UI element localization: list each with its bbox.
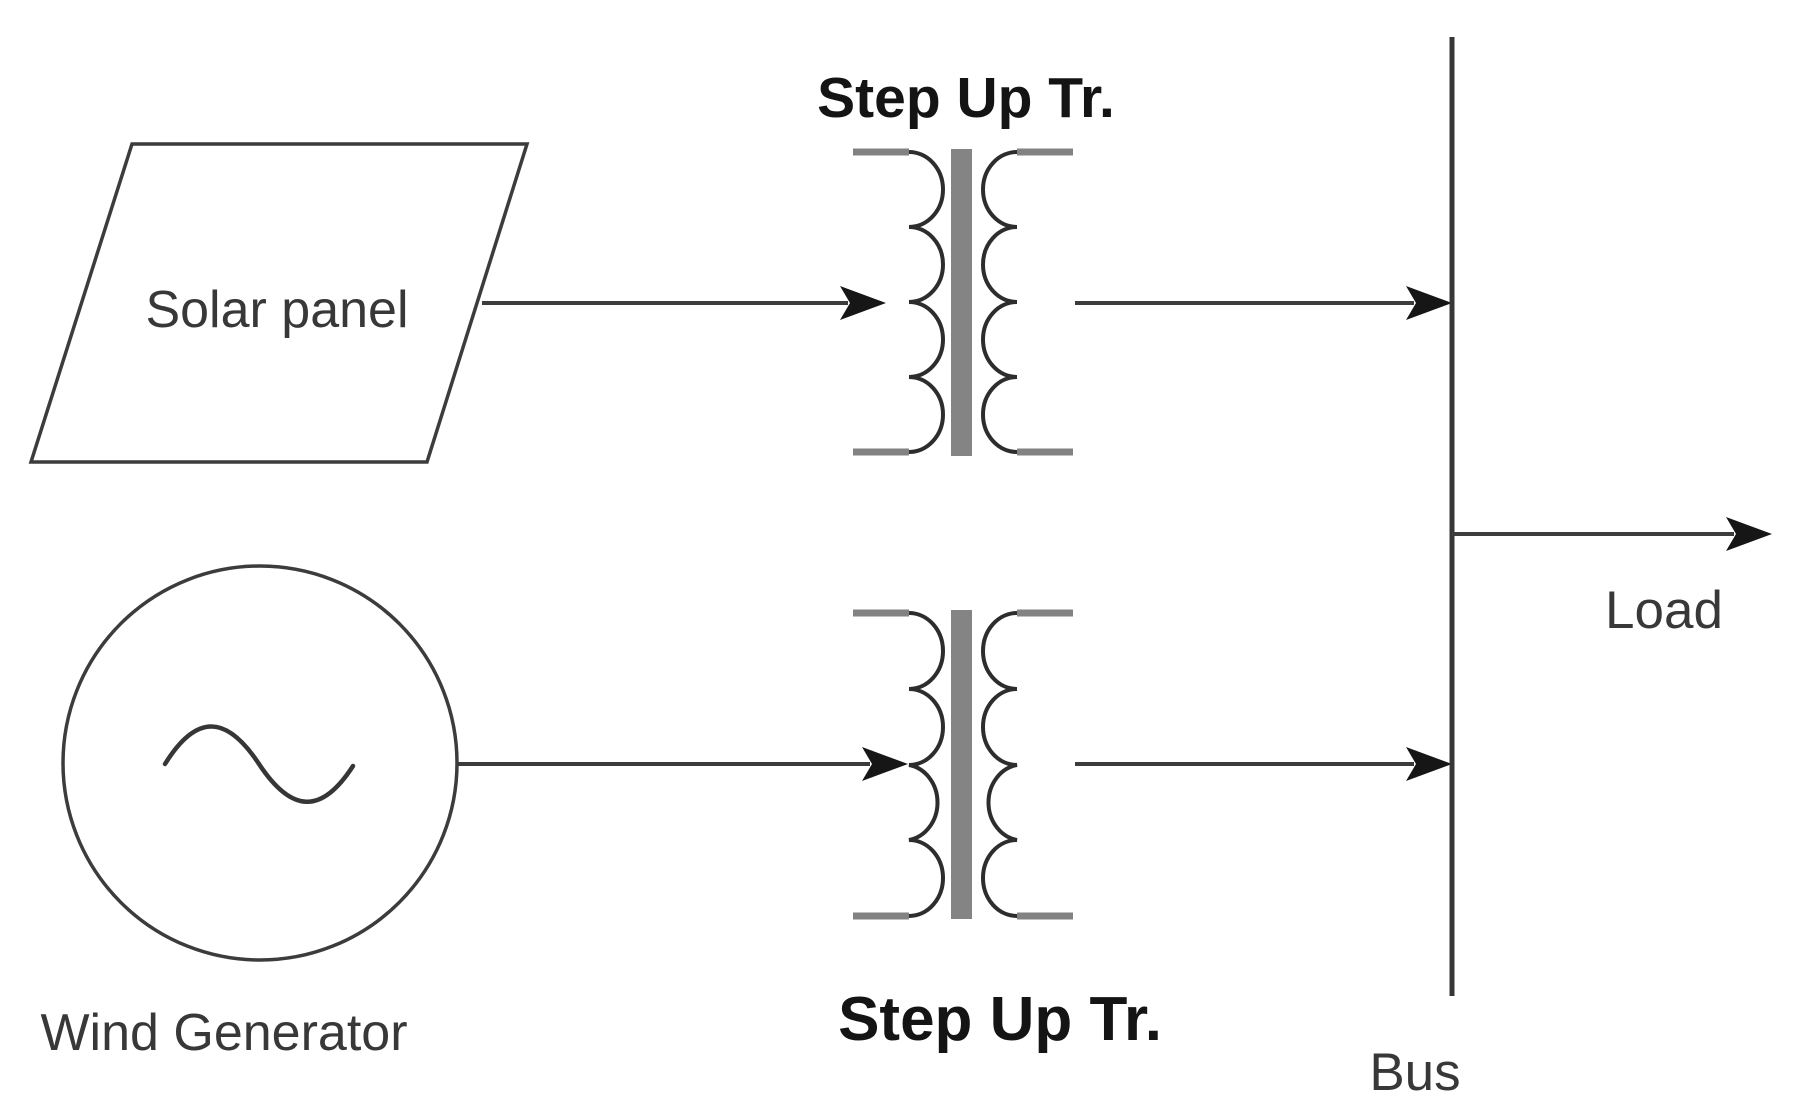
secondary-winding-icon xyxy=(981,150,1018,454)
arrowhead-icon xyxy=(1406,286,1452,320)
connector-transformer-bottom-to-bus xyxy=(1075,747,1452,781)
solar-panel-parallelogram-icon xyxy=(28,142,530,464)
wind-generator-node: Wind Generator xyxy=(40,564,459,1062)
transformer-bottom: Step Up Tr. xyxy=(838,609,1162,1054)
transformer-top-label: Step Up Tr. xyxy=(817,66,1115,130)
connector-wind-to-transformer xyxy=(458,747,908,781)
sine-wave-icon xyxy=(162,724,356,804)
transformer-core-bar-icon xyxy=(951,610,972,919)
bus-node: Bus xyxy=(1369,37,1461,1102)
arrowhead-icon xyxy=(1406,747,1452,781)
primary-winding-icon xyxy=(908,150,945,454)
arrowhead-icon xyxy=(840,286,886,320)
transformer-bottom-label: Step Up Tr. xyxy=(838,985,1162,1054)
bus-label: Bus xyxy=(1369,1043,1460,1102)
arrowhead-icon xyxy=(862,747,908,781)
solar-panel-label: Solar panel xyxy=(145,281,408,339)
primary-winding-icon xyxy=(908,611,945,918)
solar-panel-node: Solar panel xyxy=(28,142,530,464)
transformer-core-bar-icon xyxy=(951,149,972,456)
connector-solar-to-transformer xyxy=(482,286,886,320)
load-node: Load xyxy=(1452,517,1772,640)
transformer-top: Step Up Tr. xyxy=(817,66,1115,456)
load-label: Load xyxy=(1605,581,1723,640)
arrowhead-icon xyxy=(1726,517,1772,551)
ac-source-circle-icon xyxy=(61,564,459,962)
connector-transformer-top-to-bus xyxy=(1075,286,1452,320)
wind-generator-label: Wind Generator xyxy=(40,1004,407,1062)
secondary-winding-icon xyxy=(981,611,1018,918)
